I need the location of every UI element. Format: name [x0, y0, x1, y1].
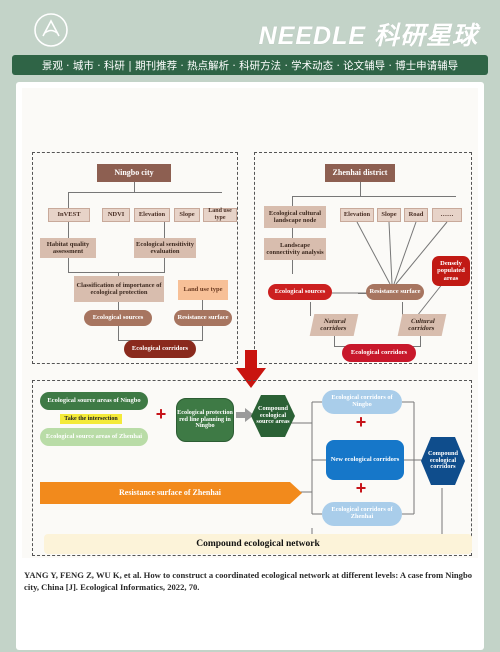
zhenhai-title: Zhenhai district [325, 164, 395, 182]
landuse-box: Land use type [178, 280, 228, 300]
down-arrow-icon [236, 350, 266, 388]
ningbo-resistance: Resistance surface [174, 310, 232, 326]
habitat-quality-box: Habitat quality assessment [40, 238, 96, 258]
integration-panel [32, 380, 472, 556]
input-invest: InVEST [48, 208, 90, 222]
ningbo-corridors: Ecological corridors [124, 340, 196, 358]
zh-input-road: Road [404, 208, 428, 222]
red-line-planning: Ecological protection red line planning … [176, 398, 234, 442]
plus-sign-lower: + [355, 478, 367, 499]
compound-corridors: Compound ecological corridors [427, 449, 459, 471]
input-ndvi: NDVI [102, 208, 130, 222]
right-arrow-icon [236, 408, 254, 422]
citation-text: YANG Y, FENG Z, WU K, et al. How to cons… [24, 570, 473, 592]
compound-corridor-hexagon [421, 437, 465, 485]
ningbo-panel [32, 152, 238, 364]
zh-input-more: …… [432, 208, 462, 222]
category-nav[interactable]: 景观 · 城市 · 科研 | 期刊推荐 · 热点解析 · 科研方法 · 学术动态… [12, 55, 488, 75]
zhenhai-source-areas: Ecological source areas of Zhenhai [40, 428, 148, 446]
brand-title: NEEDLE 科研星球 [258, 22, 478, 50]
methodology-figure: Ningbo city InVEST NDVI Elevation Slope … [22, 88, 478, 558]
natural-corridors: Natural corridors [309, 314, 359, 336]
zhenhai-resistance-label: Resistance surface of Zhenhai [119, 487, 221, 497]
zh-input-elevation: Elevation [340, 208, 374, 222]
resistance-arrow [40, 482, 302, 504]
ningbo-corridors-pill: Ecological corridors of Ningbo [322, 390, 402, 414]
intersection-label: Take the intersection [60, 414, 122, 424]
ningbo-source-areas: Ecological source areas of Ningbo [40, 392, 148, 410]
compound-network-bar: Compound ecological network [44, 534, 472, 554]
zhenhai-corridors-pill: Ecological corridors of Zhenhai [322, 502, 402, 526]
zhenhai-panel [254, 152, 472, 364]
connectivity-box: Landscape connectivity analysis [264, 238, 326, 260]
compound-source-hexagon [251, 395, 295, 437]
zhenhai-corridors: Ecological corridors [342, 344, 416, 362]
input-elevation: Elevation [134, 208, 170, 222]
cultural-corridors: Cultural corridors [397, 314, 447, 336]
ningbo-sources: Ecological sources [84, 310, 152, 326]
compound-source-areas: Compound ecological source areas [256, 404, 290, 426]
zhenhai-sources: Ecological sources [268, 284, 332, 300]
classification-box: Classification of importance of ecologic… [74, 276, 164, 302]
plus-sign-left: + [155, 404, 167, 425]
zhenhai-resistance: Resistance surface [366, 284, 424, 300]
sensitivity-box: Ecological sensitivity evaluation [134, 238, 196, 258]
content-panel: Ningbo city InVEST NDVI Elevation Slope … [16, 82, 484, 650]
needle-logo-icon [34, 13, 68, 47]
ningbo-title: Ningbo city [97, 164, 171, 182]
plus-sign-upper: + [355, 412, 367, 433]
new-corridors-box: New ecological corridors [326, 440, 404, 480]
zh-input-slope: Slope [377, 208, 401, 222]
cultural-node-box: Ecological cultural landscape node [264, 206, 326, 228]
dense-areas-box: Densely populated areas [432, 256, 470, 286]
input-slope: Slope [174, 208, 200, 222]
input-landuse: Land use type [203, 208, 237, 222]
